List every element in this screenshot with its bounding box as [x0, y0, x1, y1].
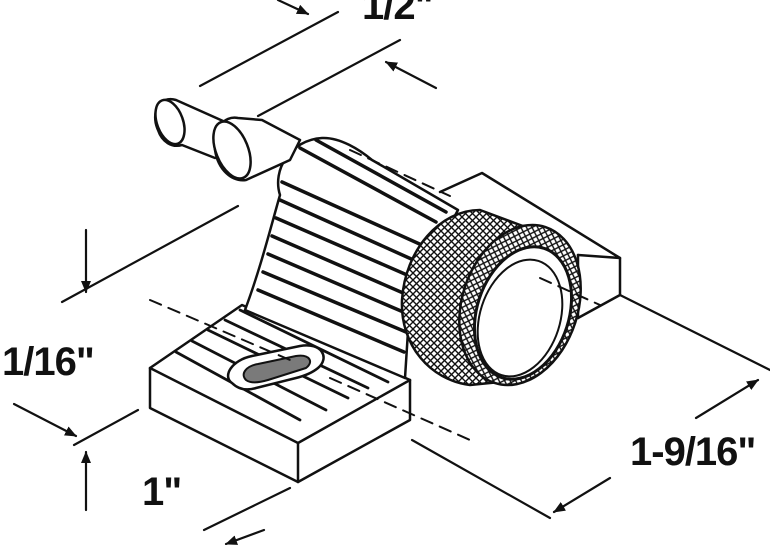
- dimension-label-bottom: 1": [142, 470, 182, 514]
- dimension-label-right: 1-9/16": [630, 430, 756, 474]
- dimension-label-top: 1/2": [362, 0, 434, 28]
- dimension-label-left: 1/16": [2, 340, 95, 384]
- center-lines: [149, 149, 601, 441]
- knurled-knob: [400, 208, 582, 387]
- bolt-pin: [153, 97, 302, 182]
- dimension-lines: [12, 0, 770, 545]
- base-plate: [148, 303, 412, 484]
- mounting-slot: [226, 344, 325, 391]
